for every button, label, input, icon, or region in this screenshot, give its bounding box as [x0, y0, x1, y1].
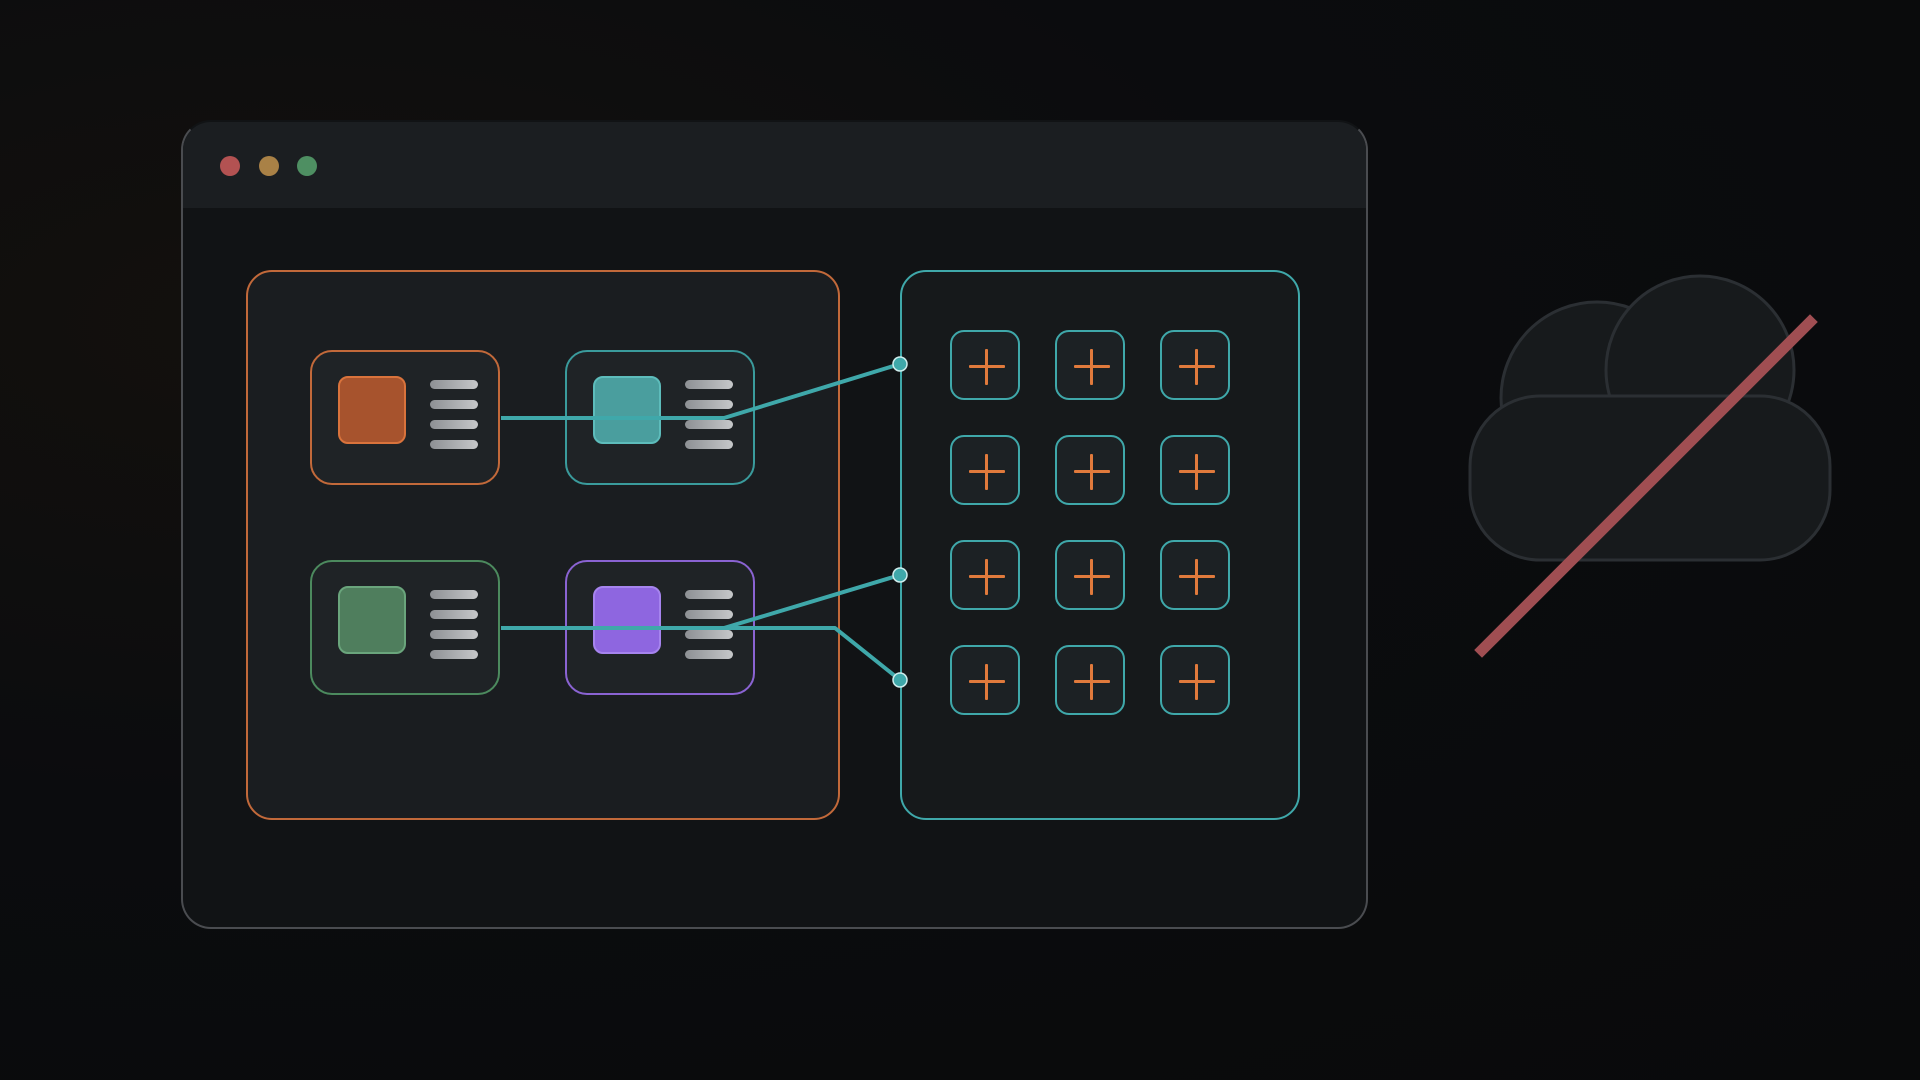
plus-icon	[1195, 664, 1198, 700]
plus-icon	[1090, 349, 1093, 385]
add-slot-button[interactable]	[1055, 540, 1125, 610]
plus-icon	[1195, 349, 1198, 385]
target-grid-panel	[900, 270, 1300, 820]
maximize-button[interactable]	[297, 156, 317, 176]
plus-icon	[1090, 664, 1093, 700]
card-text-lines	[430, 380, 478, 460]
add-slot-button[interactable]	[1160, 645, 1230, 715]
card-text-lines	[685, 380, 733, 460]
connector-line-1	[501, 362, 901, 420]
add-slot-button[interactable]	[1055, 435, 1125, 505]
plus-icon	[1090, 559, 1093, 595]
add-slot-button[interactable]	[1160, 435, 1230, 505]
add-slot-button[interactable]	[950, 645, 1020, 715]
title-bar	[183, 122, 1366, 208]
add-slot-button[interactable]	[1160, 540, 1230, 610]
connector-node-1	[892, 356, 908, 372]
plus-icon	[985, 454, 988, 490]
card-text-lines	[430, 590, 478, 670]
close-button[interactable]	[220, 156, 240, 176]
connector-node-2	[892, 567, 908, 583]
plus-icon	[985, 664, 988, 700]
connector-node-3	[892, 672, 908, 688]
plus-icon	[985, 349, 988, 385]
card-swatch	[338, 586, 406, 654]
card-swatch	[338, 376, 406, 444]
add-slot-button[interactable]	[1160, 330, 1230, 400]
card-swatch	[593, 376, 661, 444]
card-orange[interactable]	[310, 350, 500, 485]
plus-icon	[1090, 454, 1093, 490]
add-slot-button[interactable]	[950, 330, 1020, 400]
card-swatch	[593, 586, 661, 654]
add-slot-button[interactable]	[1055, 645, 1125, 715]
card-text-lines	[685, 590, 733, 670]
card-green[interactable]	[310, 560, 500, 695]
minimize-button[interactable]	[259, 156, 279, 176]
slash-icon	[1474, 314, 1818, 658]
plus-icon	[985, 559, 988, 595]
plus-icon	[1195, 559, 1198, 595]
add-slot-button[interactable]	[950, 435, 1020, 505]
plus-icon	[1195, 454, 1198, 490]
connector-line-3	[724, 626, 902, 682]
add-slot-button[interactable]	[950, 540, 1020, 610]
cloud-off-icon	[1468, 274, 1832, 562]
add-slot-button[interactable]	[1055, 330, 1125, 400]
connector-line-2	[501, 573, 901, 630]
